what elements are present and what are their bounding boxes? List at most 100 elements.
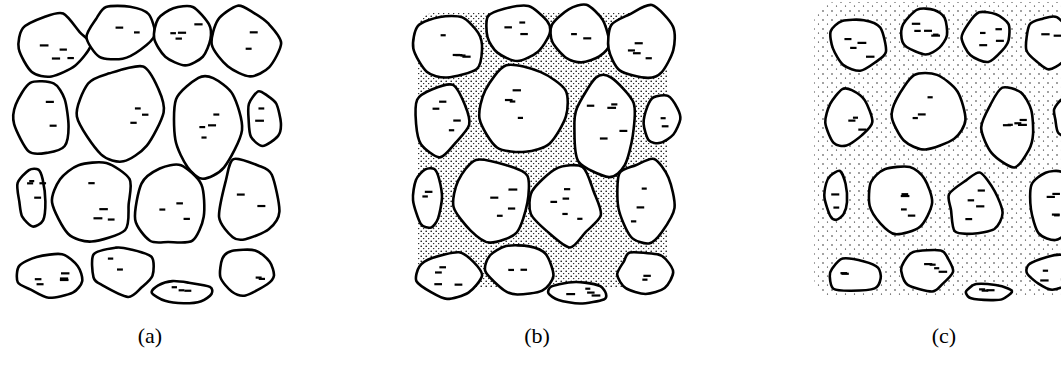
panel-label: (b) <box>524 323 550 349</box>
stone-hatch <box>520 269 527 271</box>
stone-hatch <box>642 188 647 190</box>
stone-hatch <box>866 56 875 58</box>
aggregate-stone <box>135 165 204 243</box>
aggregate-stone <box>1026 255 1061 290</box>
stone-hatch <box>453 119 460 121</box>
aggregate-stone <box>248 91 281 146</box>
stone-hatch <box>853 117 858 119</box>
aggregate-stone <box>901 9 947 55</box>
aggregate-stone <box>825 88 872 146</box>
stone-hatch <box>433 108 440 110</box>
stone-hatch <box>901 195 910 197</box>
stone-hatch <box>642 279 647 281</box>
stone-hatch <box>213 113 219 115</box>
aggregate-stone <box>644 95 681 143</box>
stone-hatch <box>453 54 461 56</box>
stone-hatch <box>257 205 265 207</box>
stone-hatch <box>88 182 94 184</box>
stone-hatch <box>194 23 202 25</box>
aggregate-stone <box>413 168 442 228</box>
stone-hatch <box>840 272 847 274</box>
stone-hatch <box>995 28 1001 30</box>
aggregate-stone <box>901 250 953 291</box>
stone-hatch <box>39 182 46 184</box>
aggregate-stone <box>13 81 68 154</box>
stone-hatch <box>934 267 939 269</box>
aggregate-stone <box>981 87 1033 167</box>
aggregate-stone <box>486 6 550 61</box>
stone-hatch <box>519 21 525 23</box>
stone-hatch <box>1020 119 1027 121</box>
stone-hatch <box>159 208 165 210</box>
aggregate-stone <box>220 250 274 296</box>
stone-hatch <box>1052 193 1060 195</box>
stone-hatch <box>1040 279 1048 281</box>
aggregate-stone <box>212 6 282 77</box>
panel-label: (c) <box>932 323 956 349</box>
stone-hatch <box>562 213 567 215</box>
stone-hatch <box>176 202 183 204</box>
stone-hatch <box>979 288 985 290</box>
stone-hatch <box>455 284 463 286</box>
stone-hatch <box>518 117 523 119</box>
aggregate-stone <box>77 66 164 162</box>
stone-hatch <box>577 218 582 220</box>
stone-hatch <box>619 130 627 132</box>
stone-hatch <box>504 26 512 28</box>
stone-hatch <box>176 38 182 40</box>
stone-hatch <box>439 266 446 268</box>
stone-hatch <box>497 215 503 217</box>
stone-hatch <box>571 33 577 35</box>
aggregate-stone <box>1030 171 1061 240</box>
stone-hatch <box>37 283 44 285</box>
aggregate-panel <box>814 2 1061 300</box>
stone-hatch <box>259 278 265 280</box>
stone-hatch <box>490 197 498 199</box>
stone-hatch <box>858 129 866 131</box>
stone-hatch <box>914 30 920 32</box>
stone-hatch <box>93 217 102 219</box>
stone-hatch <box>462 56 470 58</box>
aggregate-stone <box>86 6 154 59</box>
stone-hatch <box>40 44 49 46</box>
stone-hatch <box>449 129 454 131</box>
stone-hatch <box>184 218 190 220</box>
aggregate-stone <box>617 252 673 294</box>
stone-hatch <box>116 27 124 29</box>
stone-hatch <box>117 268 123 270</box>
stone-hatch <box>637 206 645 208</box>
stone-hatch <box>134 31 140 33</box>
stone-hatch <box>199 126 205 128</box>
stone-hatch <box>1043 270 1048 272</box>
stone-hatch <box>939 271 948 273</box>
stone-hatch <box>1047 196 1055 198</box>
stone-hatch <box>439 101 446 103</box>
stone-hatch <box>585 288 590 290</box>
aggregate-stone <box>152 281 213 303</box>
stone-hatch <box>979 44 987 46</box>
stone-hatch <box>600 137 608 139</box>
aggregate-stone <box>1026 17 1061 70</box>
stone-hatch <box>550 201 557 203</box>
aggregate-stone <box>154 6 211 65</box>
stone-hatch <box>976 205 984 207</box>
panel-label: (a) <box>138 323 162 349</box>
aggregate-stone <box>1054 97 1061 137</box>
aggregate-stone <box>453 159 529 242</box>
stone-hatch <box>179 289 185 291</box>
stone-hatch <box>918 113 926 115</box>
aggregate-stone <box>574 75 635 177</box>
stone-hatch <box>848 120 855 122</box>
stone-hatch <box>201 136 206 138</box>
aggregate-panel <box>13 6 281 304</box>
stone-hatch <box>130 122 136 124</box>
aggregate-panel <box>413 5 680 304</box>
aggregate-stone <box>869 167 932 235</box>
stone-hatch <box>422 195 427 197</box>
aggregate-stone <box>824 171 847 220</box>
stone-hatch <box>901 208 907 210</box>
stone-hatch <box>99 208 108 210</box>
stone-hatch <box>968 199 974 201</box>
aggregate-stone <box>479 65 568 152</box>
